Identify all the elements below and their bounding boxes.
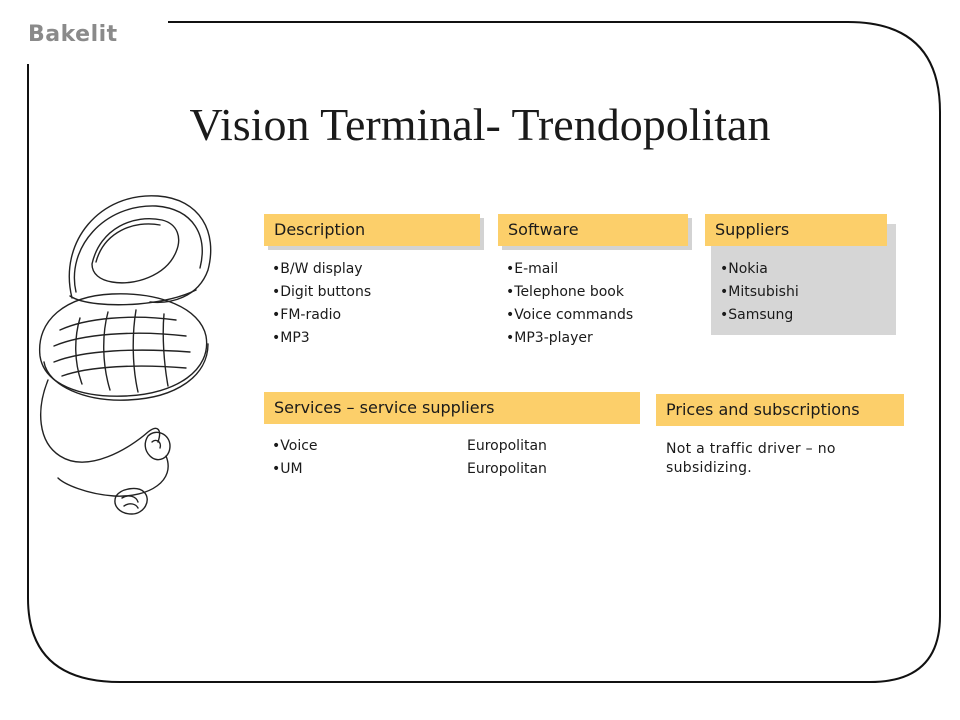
suppliers-header: Suppliers (705, 214, 887, 246)
list-item: B/W display (272, 258, 371, 281)
description-list: B/W display Digit buttons FM-radio MP3 (272, 258, 371, 350)
services-header: Services – service suppliers (264, 392, 640, 424)
list-item: Samsung (720, 304, 799, 327)
list-item: E-mail (506, 258, 633, 281)
list-item: MP3-player (506, 327, 633, 350)
list-item: Telephone book (506, 281, 633, 304)
list-item: Mitsubishi (720, 281, 798, 304)
prices-text: Not a traffic driver – no subsidizing. (666, 441, 836, 476)
hand-drawn-clamshell-phone-icon (39, 195, 212, 515)
list-item: MP3 (272, 327, 371, 350)
description-header: Description (264, 214, 480, 246)
provider-name: Europolitan (467, 461, 547, 477)
services-list: Voice UM (272, 435, 318, 481)
page-title: Vision Terminal- Trendopolitan (189, 99, 771, 150)
list-item: Digit buttons (272, 281, 371, 304)
suppliers-list: Nokia Mitsubishi Samsung (720, 258, 799, 327)
list-item: Voice commands (506, 304, 633, 327)
services-providers: Europolitan Europolitan (467, 435, 547, 481)
list-item: Voice (272, 435, 317, 458)
software-header: Software (498, 214, 688, 246)
list-item: Nokia (720, 258, 799, 281)
provider-name: Europolitan (467, 438, 547, 454)
list-item: UM (272, 458, 318, 481)
prices-header: Prices and subscriptions (656, 394, 904, 426)
brand-logo: Bakelit (28, 22, 118, 47)
list-item: FM-radio (272, 304, 371, 327)
software-list: E-mail Telephone book Voice commands MP3… (506, 258, 633, 350)
